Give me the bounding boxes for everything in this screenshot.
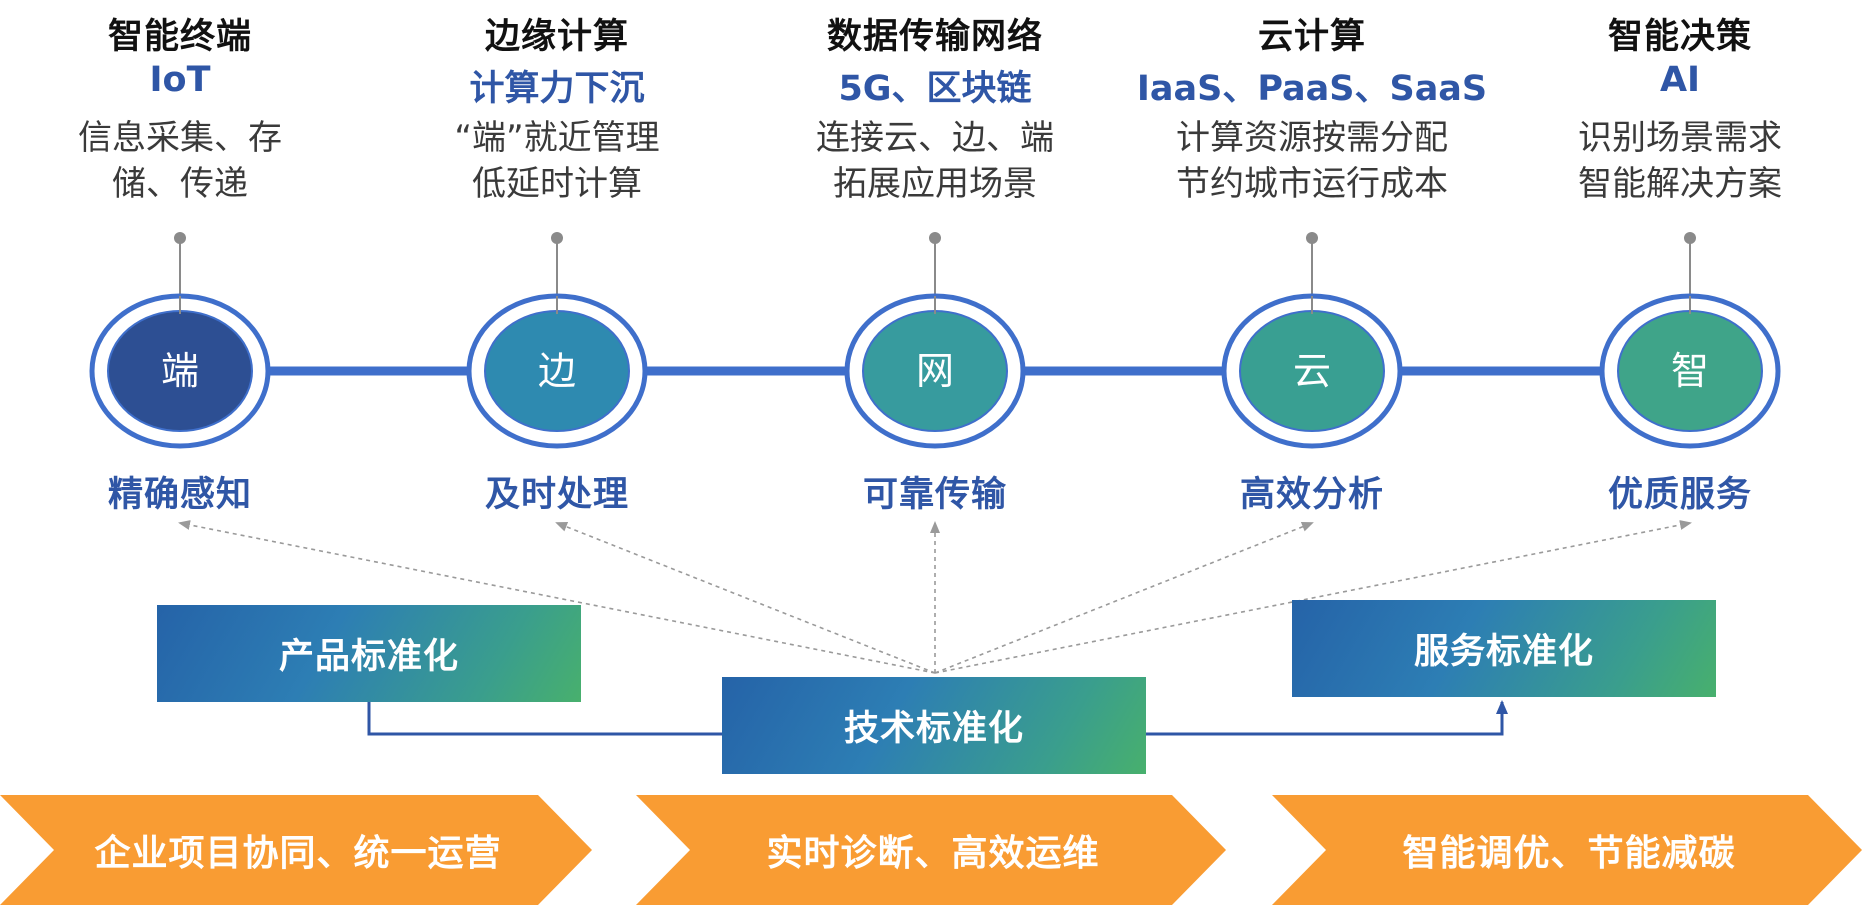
node-label-terminal: 端 bbox=[160, 349, 199, 393]
bottom-bands bbox=[0, 795, 1862, 905]
band-1-shape bbox=[0, 795, 592, 905]
band-3-shape bbox=[1272, 795, 1862, 905]
technology-standardization-box: 技术标准化 bbox=[722, 677, 1146, 774]
stage-title: 数据传输网络 bbox=[826, 17, 1043, 57]
stage-description: 识别场景需求 智能解决方案 bbox=[1500, 116, 1860, 207]
service-standardization-label: 服务标准化 bbox=[1413, 632, 1594, 672]
pin-dot-network bbox=[929, 232, 941, 244]
band-1-label: 企业项目协同、统一运营 bbox=[94, 833, 502, 874]
pin-dot-decision bbox=[1684, 232, 1696, 244]
stage-description-line: “端”就近管理 bbox=[454, 118, 660, 158]
stage-description-line: 信息采集、存 bbox=[78, 118, 282, 158]
standardization-arrows bbox=[178, 520, 1692, 674]
stage-technology: 5G、区块链 bbox=[838, 69, 1032, 109]
node-label-cloud: 云 bbox=[1292, 349, 1331, 393]
stage-description-line: 节约城市运行成本 bbox=[1176, 163, 1448, 204]
stage-description-line: 低延时计算 bbox=[472, 163, 642, 204]
node-label-edge: 边 bbox=[537, 349, 576, 393]
technology-standardization-label: 技术标准化 bbox=[843, 709, 1024, 749]
stage-title: 云计算 bbox=[1257, 17, 1366, 57]
stage-description-line: 智能解决方案 bbox=[1578, 163, 1782, 204]
stage-description: 信息采集、存 储、传递 bbox=[0, 116, 360, 207]
stage-description-line: 储、传递 bbox=[112, 163, 248, 204]
arrow-to-outcome-1 bbox=[178, 520, 936, 674]
stage-technology: IaaS、PaaS、SaaS bbox=[1136, 69, 1488, 109]
band-2-label: 实时诊断、高效运维 bbox=[766, 833, 1100, 874]
pin-dot-cloud bbox=[1306, 232, 1318, 244]
node-label-network: 网 bbox=[915, 349, 954, 393]
stage-description-line: 拓展应用场景 bbox=[833, 163, 1037, 204]
arrow-to-outcome-2 bbox=[555, 522, 936, 674]
stage-description: “端”就近管理 低延时计算 bbox=[377, 116, 737, 207]
stage-title: 智能终端 bbox=[107, 17, 252, 57]
stage-technology: AI bbox=[1659, 60, 1701, 100]
arrow-to-outcome-5 bbox=[934, 520, 1692, 674]
stage-technology: IoT bbox=[149, 60, 211, 100]
stage-outcome: 优质服务 bbox=[1607, 475, 1752, 515]
stage-outcome: 及时处理 bbox=[484, 475, 629, 515]
product-standardization-box: 产品标准化 bbox=[157, 605, 581, 702]
stage-description: 计算资源按需分配 节约城市运行成本 bbox=[1132, 116, 1492, 207]
stage-title: 边缘计算 bbox=[484, 17, 629, 57]
stage-description-line: 连接云、边、端 bbox=[816, 118, 1054, 158]
pin-dot-edge bbox=[551, 232, 563, 244]
band-3-label: 智能调优、节能减碳 bbox=[1402, 833, 1736, 874]
stage-description-line: 识别场景需求 bbox=[1578, 118, 1782, 158]
stage-outcome: 可靠传输 bbox=[862, 475, 1007, 515]
stage-outcome: 精确感知 bbox=[107, 475, 252, 515]
stage-outcome: 高效分析 bbox=[1239, 475, 1384, 515]
service-standardization-box: 服务标准化 bbox=[1292, 600, 1716, 697]
product-standardization-label: 产品标准化 bbox=[278, 637, 459, 677]
arrow-to-outcome-4 bbox=[934, 522, 1314, 674]
stage-description-line: 计算资源按需分配 bbox=[1176, 118, 1448, 158]
stage-technology: 计算力下沉 bbox=[469, 69, 645, 109]
node-label-decision: 智 bbox=[1670, 349, 1709, 393]
stage-title: 智能决策 bbox=[1607, 17, 1752, 57]
band-2-shape bbox=[636, 795, 1226, 905]
pin-dot-terminal bbox=[174, 232, 186, 244]
stage-description: 连接云、边、端 拓展应用场景 bbox=[755, 116, 1115, 207]
